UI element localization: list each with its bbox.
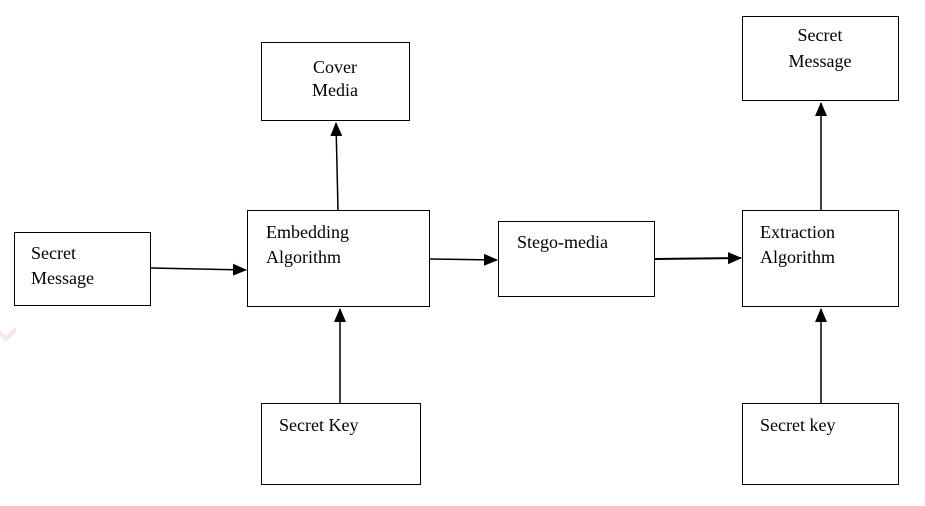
stego-media-label: Stego-media	[517, 232, 608, 252]
cover-media-box: Cover Media	[261, 42, 410, 121]
arrow-stego-media-to-extraction	[654, 252, 742, 265]
secret-message-output-box: Secret Message	[742, 16, 899, 101]
secret-message-output-label-line1: Secret	[797, 25, 843, 45]
arrow-embedding-to-cover-media	[330, 122, 343, 211]
secret-message-input-label-line1: Secret	[31, 243, 76, 263]
extraction-algorithm-box: Extraction Algorithm	[742, 210, 899, 307]
cover-media-label-line2: Media	[312, 80, 358, 100]
secret-key-extract-label: Secret key	[760, 415, 836, 435]
embedding-algorithm-label-line2: Algorithm	[266, 247, 341, 267]
arrow-embedding-to-stego-media	[429, 253, 498, 266]
embedding-algorithm-label-line1: Embedding	[266, 222, 349, 242]
secret-message-input-box: Secret Message	[14, 232, 151, 306]
cover-media-label-line1: Cover	[313, 57, 357, 77]
embedding-algorithm-box: Embedding Algorithm	[247, 210, 430, 307]
secret-message-input-label-line2: Message	[31, 268, 94, 288]
secret-message-output-label-line2: Message	[788, 51, 852, 71]
secret-key-embed-box: Secret Key	[261, 403, 421, 485]
stego-media-box: Stego-media	[498, 221, 655, 297]
extraction-algorithm-label-line1: Extraction	[760, 222, 835, 242]
arrow-secret-message-to-embedding	[150, 263, 247, 276]
secret-key-extract-box: Secret key	[742, 403, 899, 485]
secret-key-embed-label: Secret Key	[279, 415, 359, 435]
watermark-mark	[0, 326, 16, 342]
extraction-algorithm-label-line2: Algorithm	[760, 247, 835, 267]
